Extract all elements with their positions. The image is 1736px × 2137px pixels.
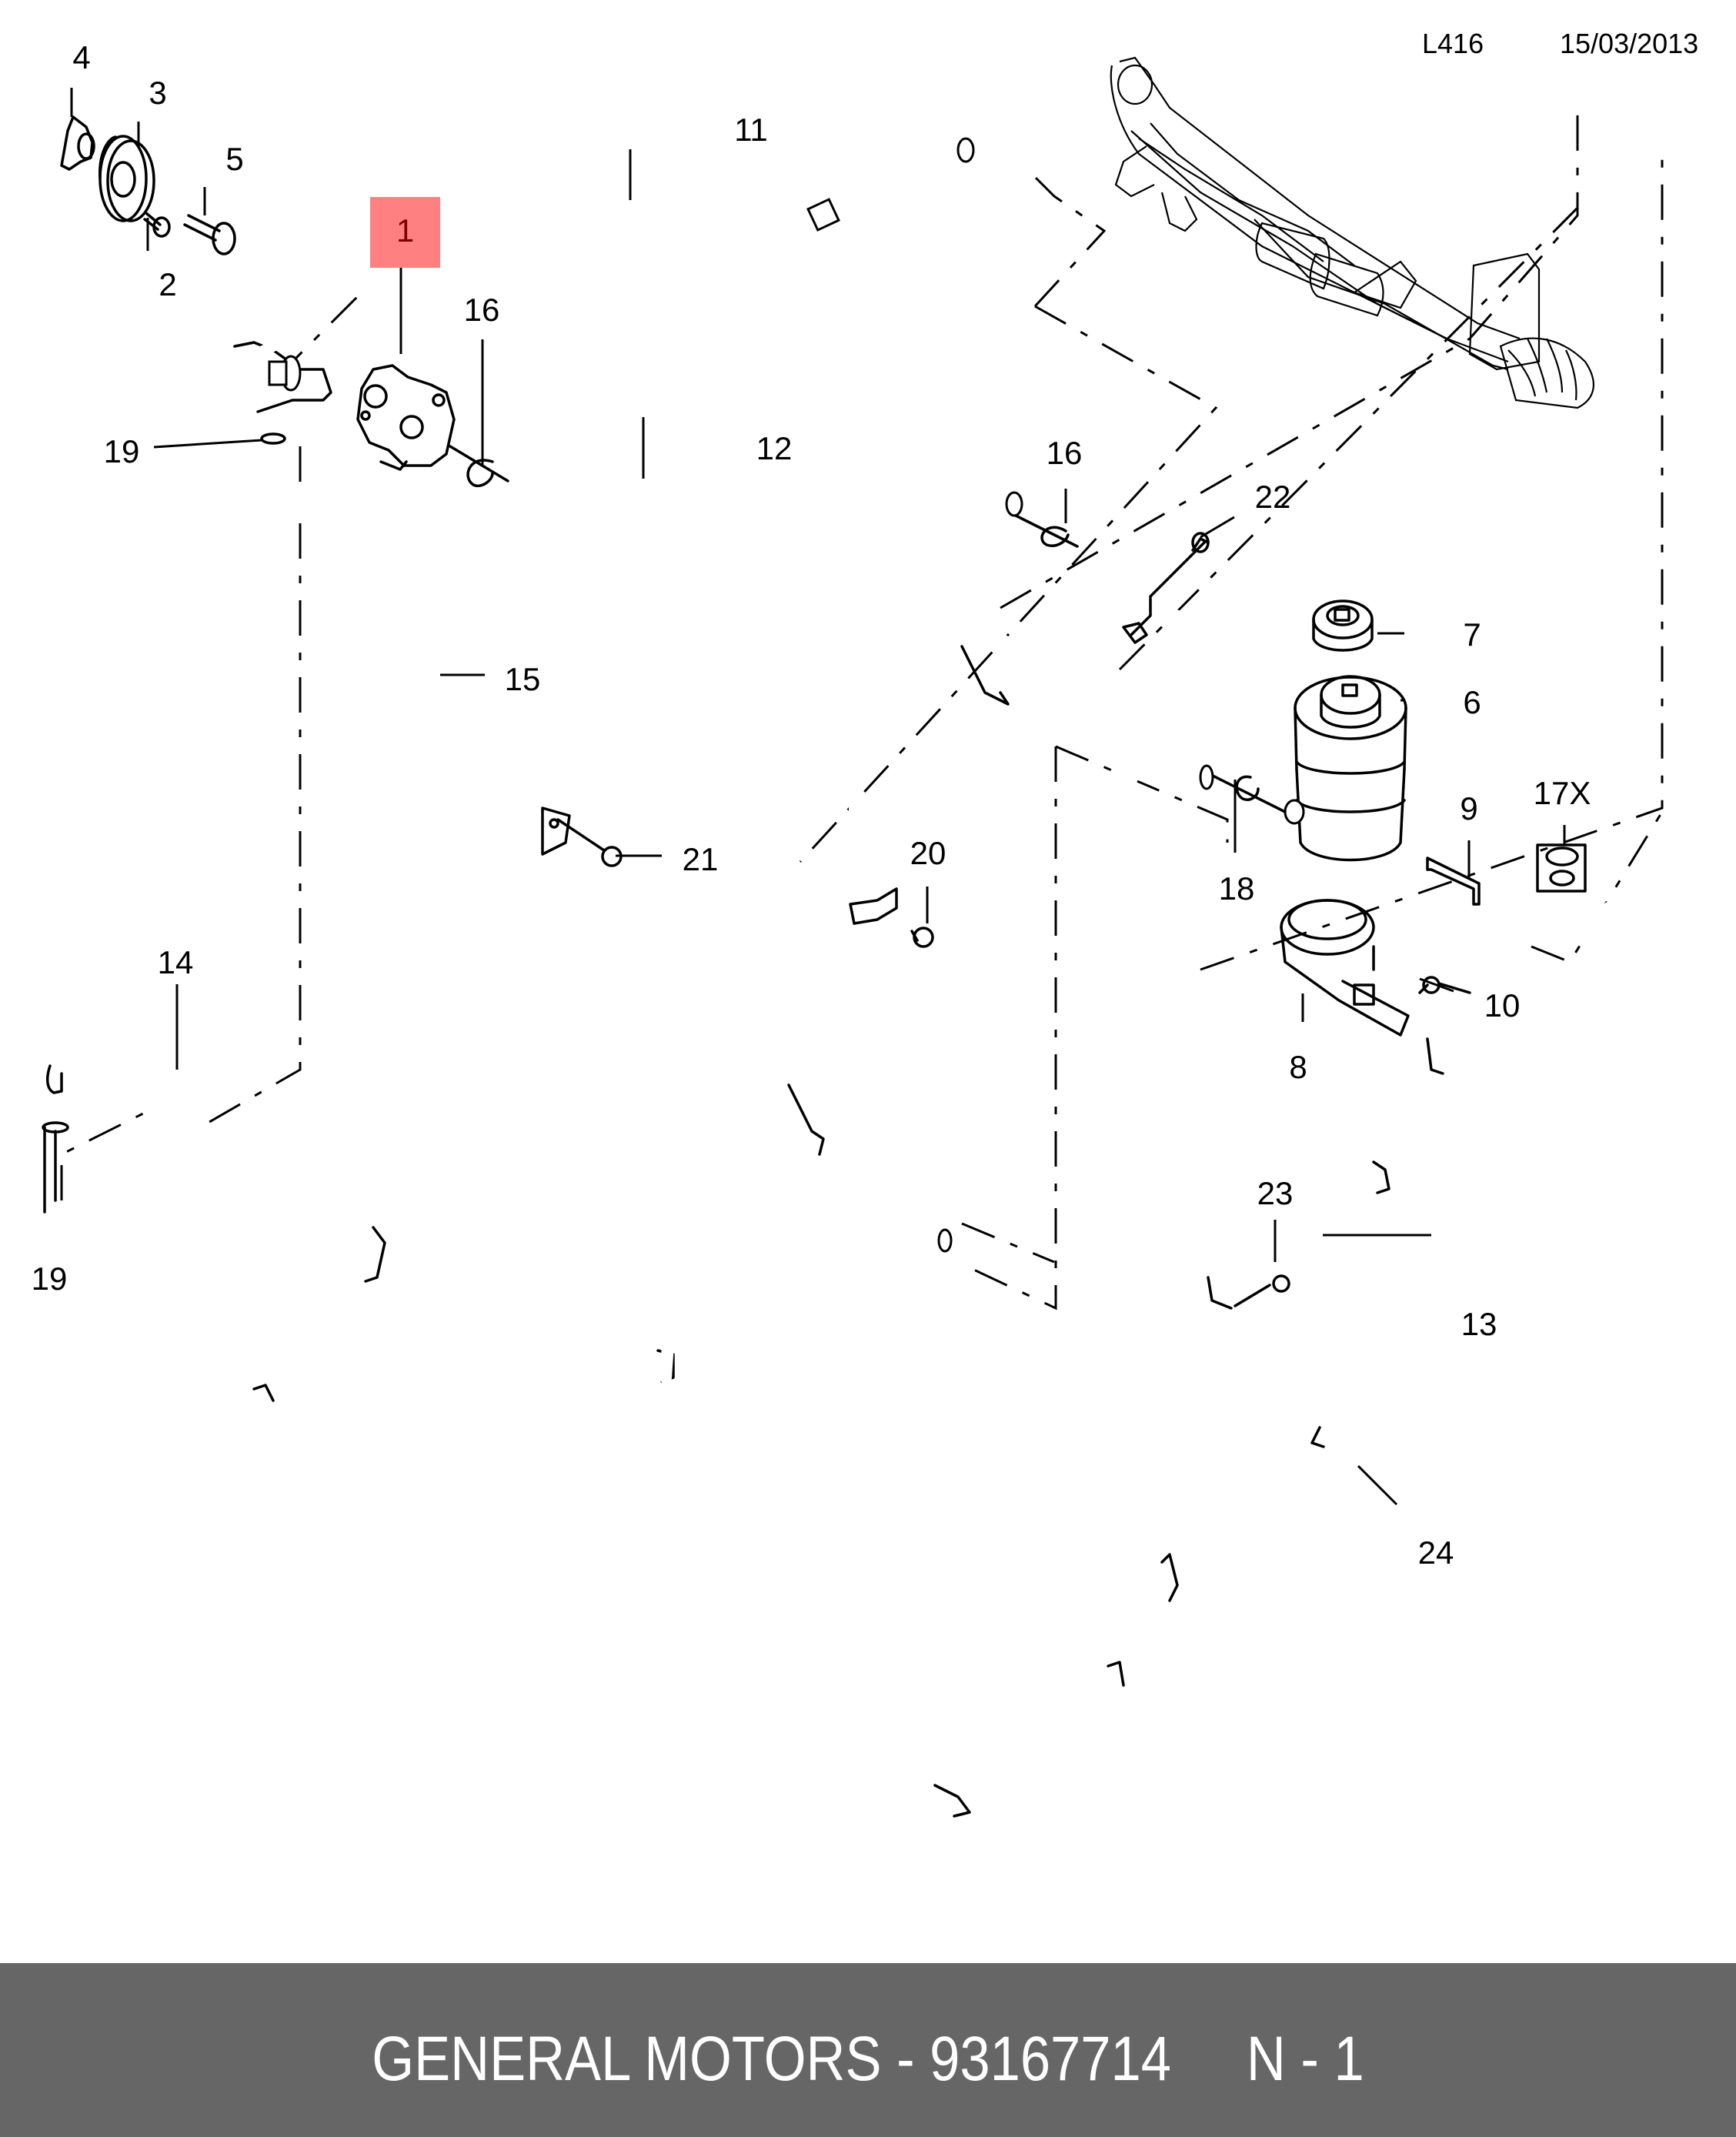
part-11-hose [498, 136, 976, 479]
highlighted-part-box[interactable] [370, 197, 440, 268]
callout-7[interactable]: 7 [1463, 616, 1481, 653]
callout-9[interactable]: 9 [1460, 790, 1478, 826]
part-6-reservoir [1284, 675, 1407, 862]
steering-rack [1110, 56, 1594, 409]
part-18-clamp [1199, 768, 1287, 813]
callout-16-pump[interactable]: 16 [463, 292, 500, 328]
part-24-pipe [939, 1393, 1416, 1885]
assembly-dashed-lines [60, 112, 1664, 1311]
dash-line-18-hose-b [1055, 745, 1229, 843]
part-16-clamp-a [449, 445, 509, 487]
pump-pressure-fitting [225, 341, 288, 445]
callout-6[interactable]: 6 [1463, 684, 1481, 720]
part-22-bolt [1122, 532, 1210, 644]
callout-20[interactable]: 20 [910, 835, 946, 871]
dash-line-return-rack [1118, 202, 1583, 671]
callout-23[interactable]: 23 [1257, 1175, 1294, 1211]
return-pipe-center [820, 1214, 971, 1870]
callout-12[interactable]: 12 [756, 430, 793, 466]
callout-24[interactable]: 24 [1417, 1534, 1454, 1571]
reservoir-feed-hose [1083, 746, 1217, 1294]
callout-5[interactable]: 5 [225, 141, 244, 177]
leader-lines [70, 88, 1566, 1506]
diagram-code: L416 [1422, 28, 1484, 59]
callout-16-right[interactable]: 16 [1046, 435, 1083, 471]
callout-19-bottom[interactable]: 19 [31, 1260, 68, 1297]
part-10-bolt [1418, 976, 1471, 994]
part-12-hose [494, 459, 1023, 553]
dash-line-11-rack [1033, 175, 1107, 308]
part-19-seal-b [42, 1121, 69, 1214]
callout-10[interactable]: 10 [1484, 987, 1521, 1023]
part-4-bracket [60, 115, 95, 171]
part-8-bracket [1280, 899, 1410, 1037]
dash-line-hose-bottom [961, 1222, 1055, 1264]
diagram-date: 15/03/2013 [1560, 28, 1699, 59]
footer-part-info: GENERAL MOTORS - 93167714 N - 1 [372, 2024, 1364, 2094]
part-23-bolt [1207, 1274, 1290, 1310]
dash-line-15-14 [199, 446, 302, 1129]
lower-twin-pipes [252, 1384, 945, 1888]
dash-line-12-rack [799, 305, 1218, 863]
dash-line-17x-rack [1200, 146, 1664, 971]
part-13-pipe [1154, 877, 1693, 1408]
part-1-pump [356, 364, 456, 471]
parts-diagram [42, 56, 1693, 1888]
footer-bar: GENERAL MOTORS - 93167714 N - 1 [0, 1963, 1736, 2137]
callout-14[interactable]: 14 [157, 944, 194, 980]
dash-line-18-hose [965, 746, 1057, 1311]
callout-17x[interactable]: 17X [1533, 775, 1591, 811]
highlighted-part-number[interactable]: 1 [396, 212, 415, 249]
callout-15[interactable]: 15 [504, 661, 541, 697]
dash-line-19b [60, 1107, 155, 1200]
callout-4[interactable]: 4 [72, 39, 91, 75]
dash-line-22-rack [1000, 112, 1579, 609]
dash-line-24-end [1531, 811, 1664, 963]
part-21-bolt [556, 818, 623, 867]
part-14-pipe [45, 1056, 1002, 1384]
callout-21[interactable]: 21 [682, 841, 719, 877]
callout-8[interactable]: 8 [1289, 1049, 1307, 1085]
part-16-clamp-b [1014, 514, 1079, 548]
callout-2[interactable]: 2 [159, 266, 177, 302]
part-7-cap [1312, 599, 1374, 652]
callout-22[interactable]: 22 [1254, 479, 1291, 515]
callout-11[interactable]: 11 [734, 112, 768, 148]
part-5-bolt [183, 214, 236, 255]
callout-19-top[interactable]: 19 [103, 433, 140, 469]
part-3-pulley [98, 135, 155, 222]
callout-13[interactable]: 13 [1461, 1306, 1497, 1342]
part-20-bolt [910, 927, 934, 948]
callout-3[interactable]: 3 [149, 75, 167, 111]
part-9-clip [1426, 856, 1481, 906]
callout-18[interactable]: 18 [1218, 870, 1255, 907]
part-17x-seal-kit [1536, 843, 1587, 893]
